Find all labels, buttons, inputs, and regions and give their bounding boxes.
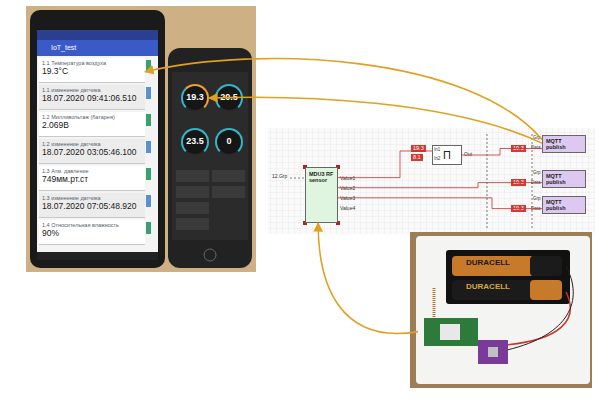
- card-value: 749мм.рт.ст: [42, 175, 142, 184]
- card-caption: 1.3 изменение датчика: [42, 195, 142, 201]
- card-value: 18.07.2020 09:41:06.510: [42, 94, 142, 103]
- card-value: 18.07.2020 07:05:48.920: [42, 202, 142, 211]
- pin-name: Out: [464, 152, 472, 158]
- connector-group: [145, 59, 542, 334]
- list-card: 1.2 изменение датчика18.07.2020 03:05:46…: [39, 139, 145, 164]
- card-caption: 1.1 Температура воздуха: [42, 60, 142, 66]
- pin-name: Grp: [533, 171, 541, 176]
- value-tag: 8.1: [411, 154, 423, 161]
- mqtt-block: MQTT publishGrpData: [542, 170, 586, 188]
- card-value: 19.3°C: [42, 67, 142, 76]
- data-flow-arrow: [145, 59, 542, 140]
- card-caption: 1.2 Милливольтаж (батарея): [42, 114, 142, 120]
- card-caption: 1.4 Относительная влажность: [42, 222, 142, 228]
- block-title: MQTT publish: [546, 199, 574, 211]
- card-value: 18.07.2020 03:05:46.100: [42, 148, 142, 157]
- list-card: 1.1 Температура воздуха19.3°C: [39, 58, 145, 83]
- sensor-device: DURACELL DURACELL: [418, 238, 588, 382]
- gauge-dial: 0: [215, 128, 243, 156]
- data-flow-arrow: [209, 97, 542, 143]
- mqtt-block: MQTT publishGrpData: [542, 196, 586, 214]
- card-value: 90%: [42, 229, 142, 238]
- card-value: 2.069В: [42, 121, 142, 130]
- signal-wire: [338, 151, 432, 178]
- pin-name: Grp: [533, 197, 541, 202]
- gauge-value: 23.5: [186, 137, 204, 147]
- pin-name: In1: [434, 148, 440, 153]
- phone-screen: IoT_test1.1 Температура воздуха19.3°C1.1…: [37, 40, 158, 248]
- gauge-value: 0: [226, 137, 231, 147]
- gauge-dial: 20.5: [215, 84, 243, 112]
- pin-name: Data: [531, 181, 541, 186]
- block-title: MQTT publish: [546, 173, 574, 185]
- pin-name: Data: [531, 207, 541, 212]
- pin-name: Grp: [533, 136, 541, 141]
- battery-label: DURACELL: [466, 283, 510, 292]
- gauge-value: 20.5: [220, 93, 238, 103]
- pin-name: Value1: [340, 176, 355, 182]
- pin-name: In2: [434, 157, 440, 162]
- signal-wire: [338, 198, 542, 209]
- sensor-device-photo: [410, 232, 592, 388]
- value-tag: 19.3: [511, 145, 526, 152]
- signal-wire: [338, 183, 542, 188]
- list-card: 1.2 Милливольтаж (батарея)2.069В: [39, 112, 145, 137]
- block-title: MDU3 RF sensor: [309, 171, 336, 183]
- gauge-dial: 23.5: [181, 128, 209, 156]
- card-caption: 1.3 Атм. давление: [42, 168, 142, 174]
- list-card: 1.1 изменение датчика18.07.2020 09:41:06…: [39, 85, 145, 110]
- app-title: IoT_test: [37, 40, 158, 56]
- value-tag: 19.3: [511, 179, 526, 186]
- card-caption: 1.1 изменение датчика: [42, 87, 142, 93]
- block-title: MQTT publish: [546, 138, 574, 150]
- mqtt-block: MQTT publishGrpData: [542, 135, 586, 153]
- battery-label: DURACELL: [466, 259, 510, 268]
- list-card: 1.3 изменение датчика18.07.2020 07:05:48…: [39, 193, 145, 218]
- pin-name: Value4: [340, 206, 355, 212]
- block-symbol: П: [443, 149, 451, 161]
- value-tag: 19.3: [511, 205, 526, 212]
- pin-name: Value3: [340, 196, 355, 202]
- phones-photo: [26, 6, 256, 272]
- pin-name: Value2: [340, 186, 355, 192]
- value-tag: 19.3: [411, 145, 426, 152]
- sensor-block: MDU3 RF sensorValue1Value2Value3Value4: [305, 167, 338, 223]
- product-block: ПIn1In2Out: [432, 145, 462, 165]
- pin-name: Data: [531, 146, 541, 151]
- gauge-value: 19.3: [186, 93, 204, 103]
- data-flow-arrow: [318, 223, 418, 333]
- group-label: 12.Grp: [272, 173, 287, 179]
- gauge-dial: 19.3: [181, 84, 209, 112]
- card-caption: 1.2 изменение датчика: [42, 141, 142, 147]
- list-card: 1.3 Атм. давление749мм.рт.ст: [39, 166, 145, 191]
- signal-wire: [462, 149, 542, 156]
- function-block-diagram: [268, 128, 595, 234]
- list-card: 1.4 Относительная влажность90%: [39, 220, 145, 245]
